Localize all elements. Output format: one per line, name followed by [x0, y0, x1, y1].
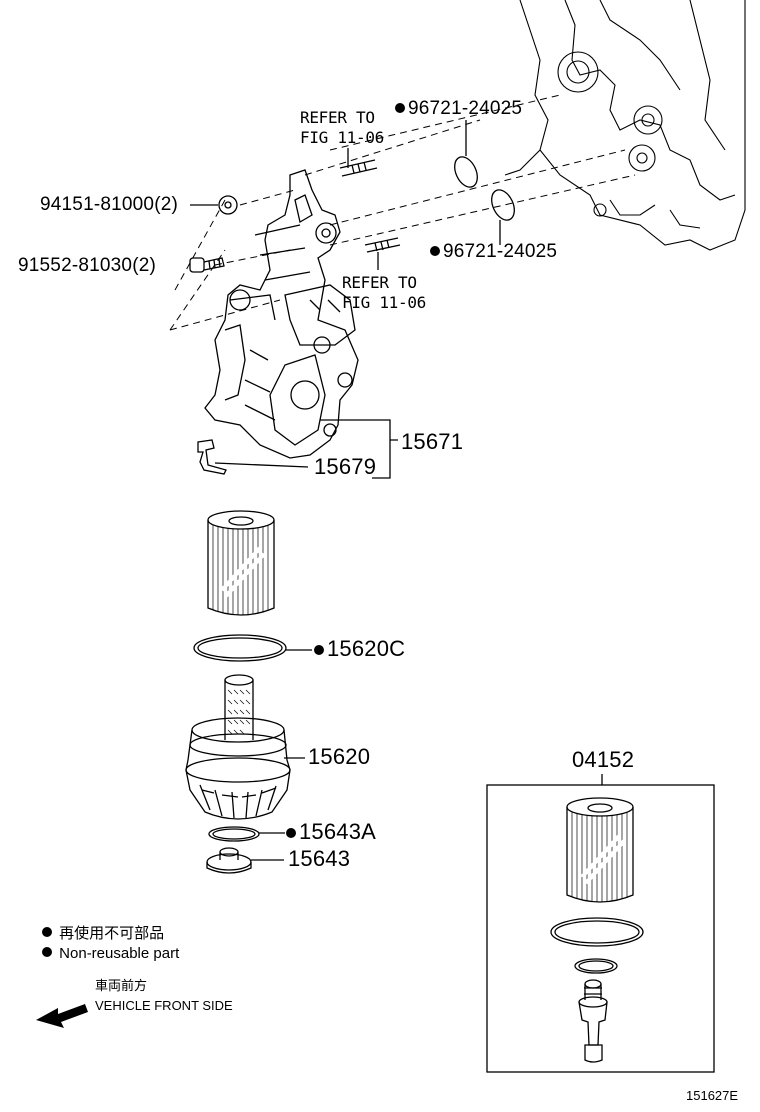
- kit-o-ring-drawing: [574, 958, 618, 974]
- stud-mid: [364, 237, 401, 270]
- part-label-96721-mid: 96721-24025: [430, 242, 557, 262]
- o-ring-96721-mid: [491, 189, 515, 221]
- bolt-94151: [190, 195, 238, 215]
- refer-label-mid-2: FIG 11-06: [342, 293, 426, 312]
- part-label-04152: 04152: [572, 747, 635, 772]
- refer-label-top-2: FIG 11-06: [300, 128, 384, 147]
- figure-id: 151627E: [686, 1088, 739, 1103]
- clip-15679-drawing: [197, 439, 227, 475]
- front-label-en: VEHICLE FRONT SIDE: [95, 998, 233, 1013]
- refer-label-mid-1: REFER TO: [342, 273, 417, 292]
- part-label-15679: 15679: [314, 454, 377, 479]
- part-label-91552: 91552-81030(2): [18, 255, 157, 276]
- drain-plug-15643-drawing: [206, 847, 284, 874]
- kit-filter-element-drawing: [566, 797, 634, 903]
- bolt-91552: [189, 257, 225, 273]
- part-label-96721-top: 96721-24025: [395, 99, 522, 119]
- engine-block-drawing: [504, 0, 746, 251]
- non-reusable-dot-icon: [42, 927, 52, 937]
- refer-label-top-1: REFER TO: [300, 108, 375, 127]
- non-reusable-dot-icon: [42, 947, 52, 957]
- filter-cap-15620-drawing: [185, 674, 305, 820]
- part-label-94151: 94151-81000(2): [40, 194, 179, 215]
- o-ring-96721-top: [454, 156, 478, 188]
- part-label-15620: 15620: [308, 744, 371, 769]
- o-ring-15643a-drawing: [208, 826, 260, 842]
- kit-gasket-drawing: [550, 917, 644, 947]
- oil-filter-element-drawing: [207, 510, 275, 616]
- front-arrow-icon: [36, 1004, 88, 1028]
- legend-jp-nonreusable: 再使用不可部品: [42, 924, 164, 943]
- non-reusable-dot-icon: [395, 103, 405, 113]
- filter-housing-15671-drawing: [204, 169, 359, 459]
- legend-en-nonreusable: Non-reusable part: [42, 944, 179, 963]
- part-label-15671: 15671: [401, 429, 464, 454]
- front-label-jp: 車両前方: [95, 978, 148, 993]
- kit-drain-valve-drawing: [578, 979, 608, 1063]
- part-label-15643a: 15643A: [286, 821, 376, 843]
- non-reusable-dot-icon: [430, 246, 440, 256]
- stud-top: [339, 148, 378, 177]
- kit-box-04152: [486, 784, 715, 1073]
- non-reusable-dot-icon: [286, 828, 296, 838]
- non-reusable-dot-icon: [314, 645, 324, 655]
- dashed-leaders: [169, 94, 636, 331]
- leader-15671: [320, 419, 398, 479]
- part-label-15643: 15643: [288, 846, 351, 871]
- part-label-15620c: 15620C: [314, 638, 405, 660]
- gasket-15620c-drawing: [193, 634, 287, 662]
